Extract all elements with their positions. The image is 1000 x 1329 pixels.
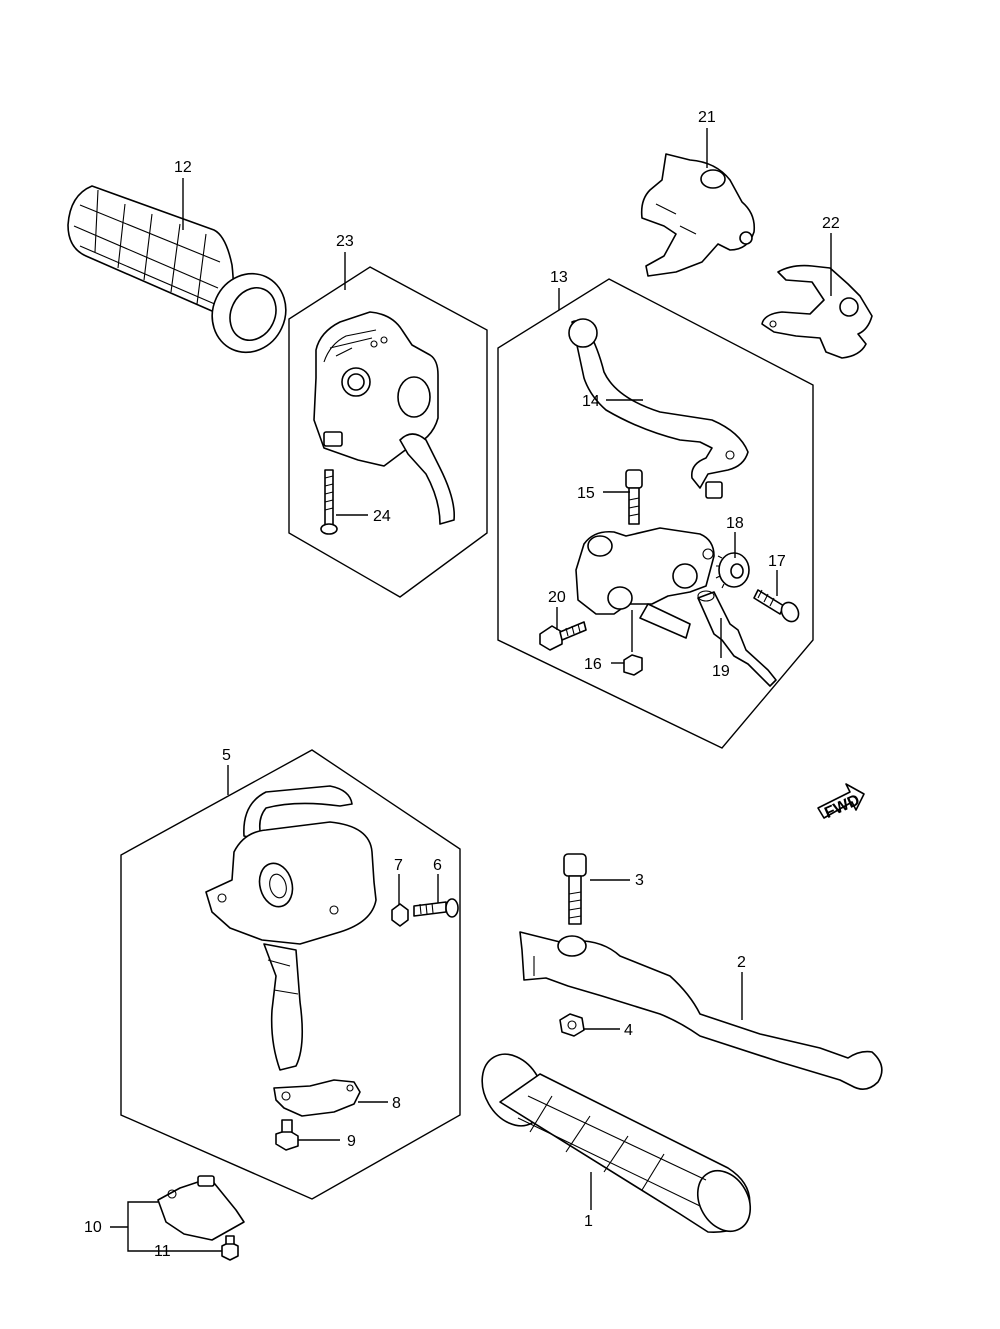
- label-part-20: 20: [548, 589, 566, 606]
- bolt-15-drawing: [625, 469, 643, 525]
- bolt-3-drawing: [563, 853, 587, 925]
- switch-19-drawing: [697, 590, 777, 687]
- clutch-holder-drawing: [575, 527, 715, 639]
- nut-16-drawing: [623, 654, 643, 676]
- adjuster-17-drawing: [753, 589, 800, 623]
- label-part-3: 3: [635, 872, 644, 889]
- label-part-11: 11: [154, 1243, 171, 1260]
- fwd-arrow-icon: FWD: [817, 783, 865, 822]
- leader-lines: [110, 128, 832, 1252]
- plate-8-drawing: [273, 1079, 361, 1117]
- bracket-22-drawing: [761, 264, 873, 359]
- group-box-5: [120, 749, 461, 1200]
- wheel-18-drawing: [715, 552, 750, 589]
- screw-24-drawing: [320, 469, 338, 535]
- grip-left-drawing: [67, 185, 287, 354]
- nut-7-drawing: [391, 903, 409, 927]
- label-part-15: 15: [577, 485, 595, 502]
- label-part-8: 8: [392, 1095, 401, 1112]
- bolt-9-drawing: [275, 1119, 299, 1151]
- label-part-4: 4: [624, 1022, 633, 1039]
- label-part-18: 18: [726, 515, 744, 532]
- label-part-10: 10: [84, 1219, 102, 1236]
- label-part-13: 13: [550, 269, 568, 286]
- label-part-7: 7: [394, 857, 403, 874]
- label-part-5: 5: [222, 747, 231, 764]
- label-part-6: 6: [433, 857, 442, 874]
- cover-21-drawing: [640, 153, 756, 277]
- label-part-14: 14: [582, 393, 600, 410]
- label-part-17: 17: [768, 553, 786, 570]
- group-box-13: [497, 278, 814, 749]
- switch-10-drawing: [157, 1175, 245, 1241]
- lever-2-drawing: [519, 931, 883, 1090]
- label-part-9: 9: [347, 1133, 356, 1150]
- label-part-12: 12: [174, 159, 192, 176]
- bolt-20-drawing: [539, 621, 587, 651]
- group-box-23: [288, 266, 488, 598]
- label-part-16: 16: [584, 656, 602, 673]
- throttle-housing-drawing: [205, 785, 377, 1071]
- label-part-22: 22: [822, 215, 840, 232]
- label-part-19: 19: [712, 663, 730, 680]
- label-part-23: 23: [336, 233, 354, 250]
- left-switch-housing-drawing: [313, 311, 456, 525]
- label-part-2: 2: [737, 954, 746, 971]
- nut-4-drawing: [559, 1013, 585, 1037]
- lever-14-drawing: [568, 318, 749, 499]
- part-labels: 1 2 3 4 5 6 7 8 9 10 11 12 13 14 15 16 1…: [84, 109, 840, 1260]
- grip-right-drawing: [481, 1053, 752, 1233]
- label-part-24: 24: [373, 508, 391, 525]
- label-part-21: 21: [698, 109, 716, 126]
- screw-6-drawing: [413, 898, 459, 918]
- screw-11-drawing: [221, 1235, 239, 1261]
- label-part-1: 1: [584, 1213, 593, 1230]
